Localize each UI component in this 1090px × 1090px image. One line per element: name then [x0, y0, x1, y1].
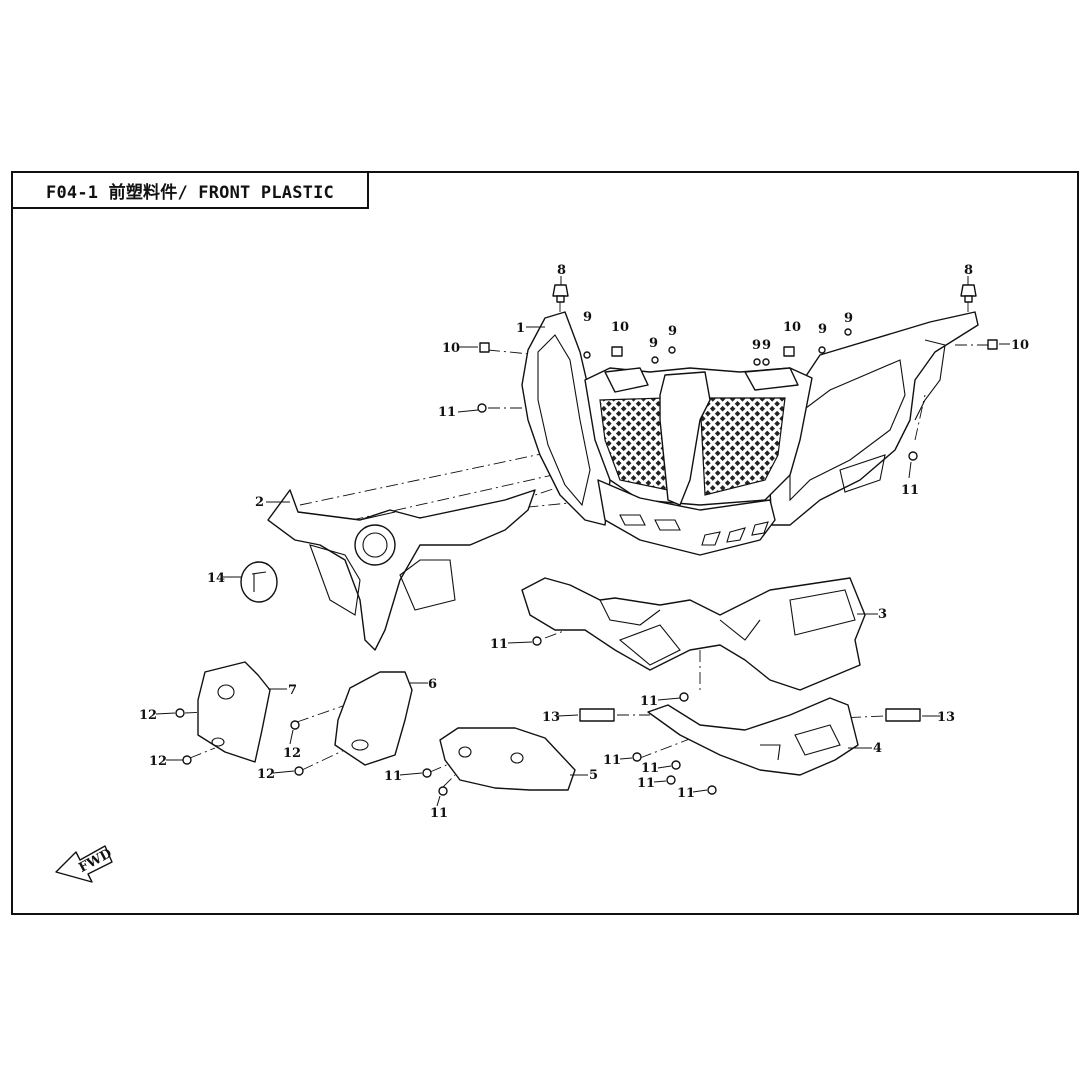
callout-1: 1	[516, 321, 525, 336]
callout-11: 11	[637, 776, 655, 791]
callout-11: 11	[901, 483, 919, 498]
part-4-skid-plate	[647, 697, 859, 776]
screw-11	[908, 451, 918, 461]
screw-12	[175, 708, 185, 718]
clip-10-left	[479, 342, 490, 353]
callout-11: 11	[677, 786, 695, 801]
leader-lines	[155, 276, 1010, 807]
callout-11: 11	[641, 761, 659, 776]
callout-12: 12	[283, 746, 301, 761]
callout-11: 11	[384, 769, 402, 784]
part-6-bracket-cover	[334, 671, 413, 766]
fwd-arrow-icon: FWD	[55, 845, 114, 883]
callout-9: 9	[668, 324, 677, 339]
page-title: F04-1 前塑料件/ FRONT PLASTIC	[46, 182, 334, 203]
callout-10: 10	[442, 341, 460, 356]
drawing-frame	[11, 171, 1079, 915]
callout-11: 11	[640, 694, 658, 709]
part-3-lower-cover	[521, 577, 866, 691]
callout-9: 9	[649, 336, 658, 351]
screw-11	[532, 636, 542, 646]
callout-8: 8	[964, 263, 973, 278]
part-14-emblem	[240, 561, 278, 603]
callout-10: 10	[1011, 338, 1029, 353]
callout-9: 9	[583, 310, 592, 325]
callout-4: 4	[873, 741, 882, 756]
callout-3: 3	[878, 607, 887, 622]
screw-12	[182, 755, 192, 765]
callout-10: 10	[611, 320, 629, 335]
callout-7: 7	[288, 683, 297, 698]
rivet-8-left	[552, 284, 569, 297]
callout-12: 12	[139, 708, 157, 723]
callout-6: 6	[428, 677, 437, 692]
callout-2: 2	[255, 495, 264, 510]
clamp-13-left	[579, 708, 615, 722]
screw-11	[707, 785, 717, 795]
screw-11	[632, 752, 642, 762]
rivet-8-right	[960, 284, 977, 297]
callout-11: 11	[603, 753, 621, 768]
fasteners	[175, 284, 998, 796]
callout-9: 9	[752, 338, 761, 353]
callout-12: 12	[149, 754, 167, 769]
screw-11	[679, 692, 689, 702]
part-2-front-fascia	[267, 489, 536, 651]
callout-8: 8	[557, 263, 566, 278]
callout-5: 5	[589, 768, 598, 783]
clip-10-right	[987, 339, 998, 350]
clip-10-center-left	[611, 346, 623, 357]
callout-14: 14	[207, 571, 225, 586]
callout-13: 13	[937, 710, 955, 725]
callout-9: 9	[818, 322, 827, 337]
callout-11: 11	[490, 637, 508, 652]
rivet-8-left-shank	[556, 295, 565, 303]
clamp-13-right	[885, 708, 921, 722]
screw-11	[477, 403, 487, 413]
clip-10-center-right	[783, 346, 795, 357]
screw-12	[290, 720, 300, 730]
callout-13: 13	[542, 710, 560, 725]
rivet-8-right-shank	[964, 295, 973, 303]
part-1-front-panel	[521, 311, 979, 556]
callout-9: 9	[844, 311, 853, 326]
screw-11	[438, 786, 448, 796]
callout-10: 10	[783, 320, 801, 335]
part-7-bracket-cover	[197, 661, 271, 763]
title-box: F04-1 前塑料件/ FRONT PLASTIC	[11, 171, 369, 209]
screw-11	[666, 775, 676, 785]
callout-11: 11	[430, 806, 448, 821]
callout-labels: 1 2 3 4 5 6 7 8 8 9 9 9 9 9 9 9 10 10 10…	[139, 263, 1029, 821]
callout-11: 11	[438, 405, 456, 420]
part-5-side-cover	[439, 727, 576, 791]
callout-12: 12	[257, 767, 275, 782]
screw-11	[671, 760, 681, 770]
screw-12	[294, 766, 304, 776]
screw-11	[422, 768, 432, 778]
callout-9: 9	[762, 338, 771, 353]
